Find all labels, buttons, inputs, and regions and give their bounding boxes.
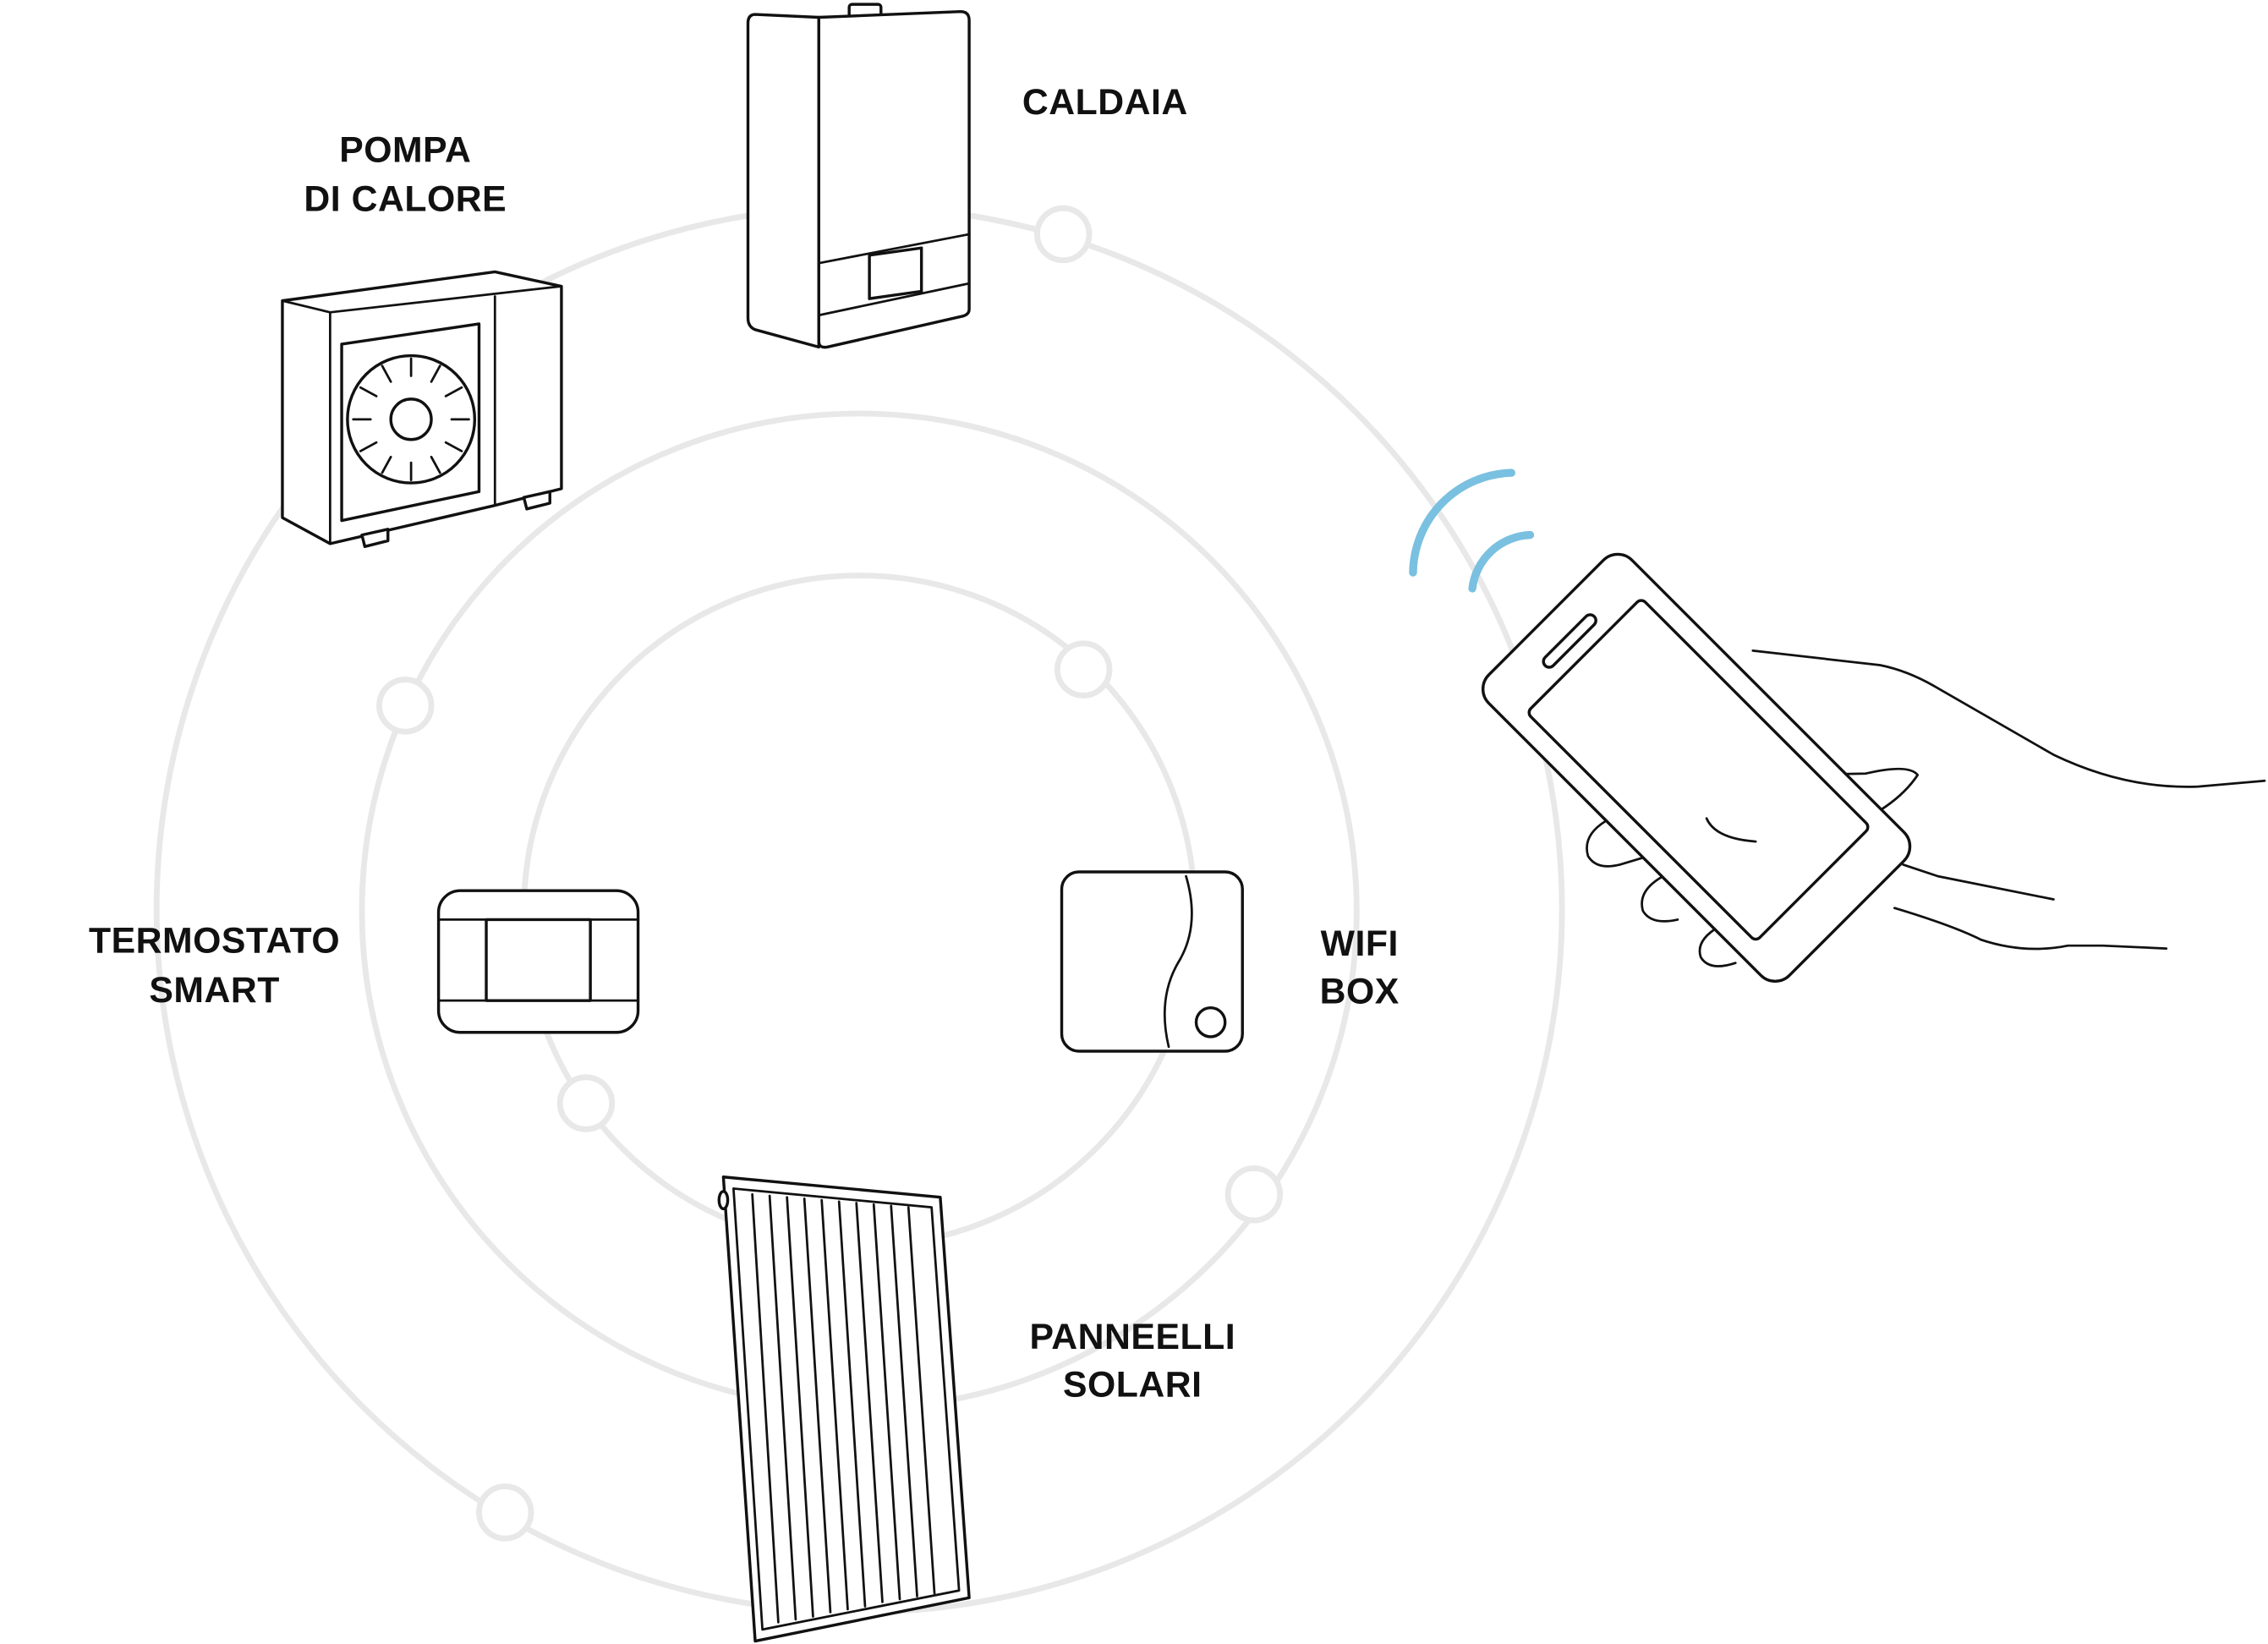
label-caldaia: CALDAIA xyxy=(1022,82,1188,123)
label-wifi-line2: BOX xyxy=(1320,972,1400,1012)
label-termostato-line1: TERMOSTATO xyxy=(89,921,340,962)
ring-node xyxy=(376,677,435,735)
label-pannelli-line2: SOLARI xyxy=(1063,1365,1202,1406)
label-pannelli-line1: PANNEELLI xyxy=(1029,1317,1235,1357)
ring-node xyxy=(476,1483,534,1542)
label-pompa-line1: POMPA xyxy=(339,129,471,170)
hand-holding-phone-icon xyxy=(1481,552,2266,984)
thermostat-icon xyxy=(436,889,640,1034)
solar-panel-icon xyxy=(717,1175,971,1643)
heat-pump-icon xyxy=(281,270,563,548)
boiler-icon xyxy=(746,3,971,349)
label-wifi-line1: WIFI xyxy=(1321,923,1399,964)
ring-node xyxy=(1054,640,1113,699)
ring-node xyxy=(556,1074,616,1132)
wireless-signal-icon xyxy=(1409,469,1535,593)
wifi-box-icon xyxy=(1060,870,1244,1053)
ring-node xyxy=(1224,1165,1284,1224)
smartphone-icon xyxy=(1481,552,1912,984)
label-pompa-line2: DI CALORE xyxy=(304,179,507,220)
label-termostato-line2: SMART xyxy=(149,970,280,1011)
ring-node xyxy=(1034,205,1093,264)
